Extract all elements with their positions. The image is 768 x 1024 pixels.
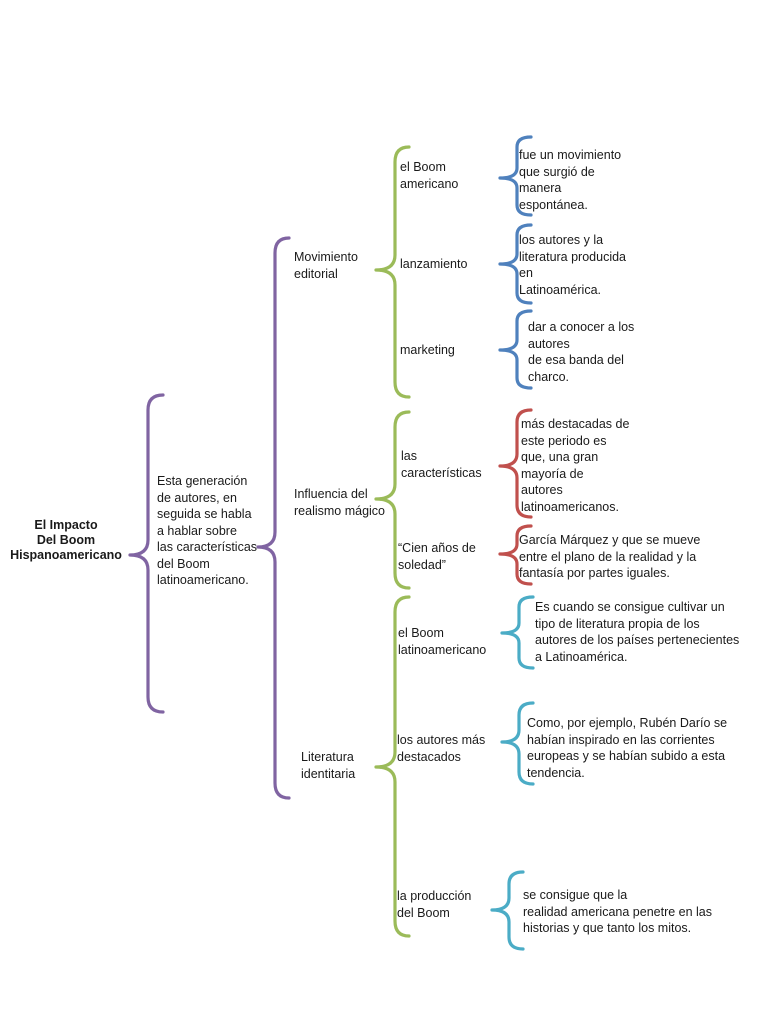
detail-marketing: dar a conocer a los autores de esa banda… (528, 320, 635, 384)
detail-autores-destacados: Como, por ejemplo, Rubén Darío se habían… (527, 716, 728, 780)
node-boom-latinoamericano: el Boom latinoamericano (398, 626, 487, 657)
brace-marketing (498, 309, 533, 390)
detail-cien-anos: García Márquez y que se mueve entre el p… (519, 533, 701, 580)
brace-autores-destacados (500, 701, 535, 786)
node-influencia-realismo: Influencia del realismo mágico (294, 487, 386, 518)
node-produccion-boom: la producción del Boom (397, 889, 472, 920)
brace-movimiento (374, 145, 411, 399)
brace-root (128, 393, 165, 714)
root-title: El Impacto Del Boom Hispanoamericano (10, 518, 122, 562)
node-movimiento-editorial: Movimiento editorial (294, 250, 358, 281)
detail-caracteristicas: más destacadas de este periodo es que, u… (521, 417, 630, 514)
node-caracteristicas: las características (401, 449, 482, 480)
detail-lanzamiento: los autores y la literatura producida en… (519, 233, 627, 297)
node-cien-anos: “Cien años de soledad” (398, 541, 476, 572)
detail-produccion-boom: se consigue que la realidad americana pe… (523, 888, 713, 935)
brace-influencia (374, 410, 411, 590)
brace-caracteristicas (498, 408, 533, 519)
node-boom-americano: el Boom americano (400, 160, 459, 191)
brace-cien-anos (498, 524, 533, 586)
brace-lanzamiento (498, 223, 533, 305)
node-marketing: marketing (400, 343, 455, 357)
level1-summary: Esta generación de autores, en seguida s… (157, 474, 258, 587)
node-lanzamiento: lanzamiento (400, 257, 468, 271)
brace-boom-latino (500, 595, 535, 670)
brace-level1 (256, 236, 291, 800)
brace-literatura (374, 595, 411, 938)
brace-boom-americano (498, 135, 533, 217)
detail-boom-latinoamericano: Es cuando se consigue cultivar un tipo d… (535, 600, 740, 664)
node-literatura-identitaria: Literatura identitaria (301, 750, 356, 781)
brace-produccion (490, 870, 525, 951)
detail-boom-americano: fue un movimiento que surgió de manera e… (519, 148, 622, 212)
node-autores-destacados: los autores más destacados (397, 733, 486, 764)
